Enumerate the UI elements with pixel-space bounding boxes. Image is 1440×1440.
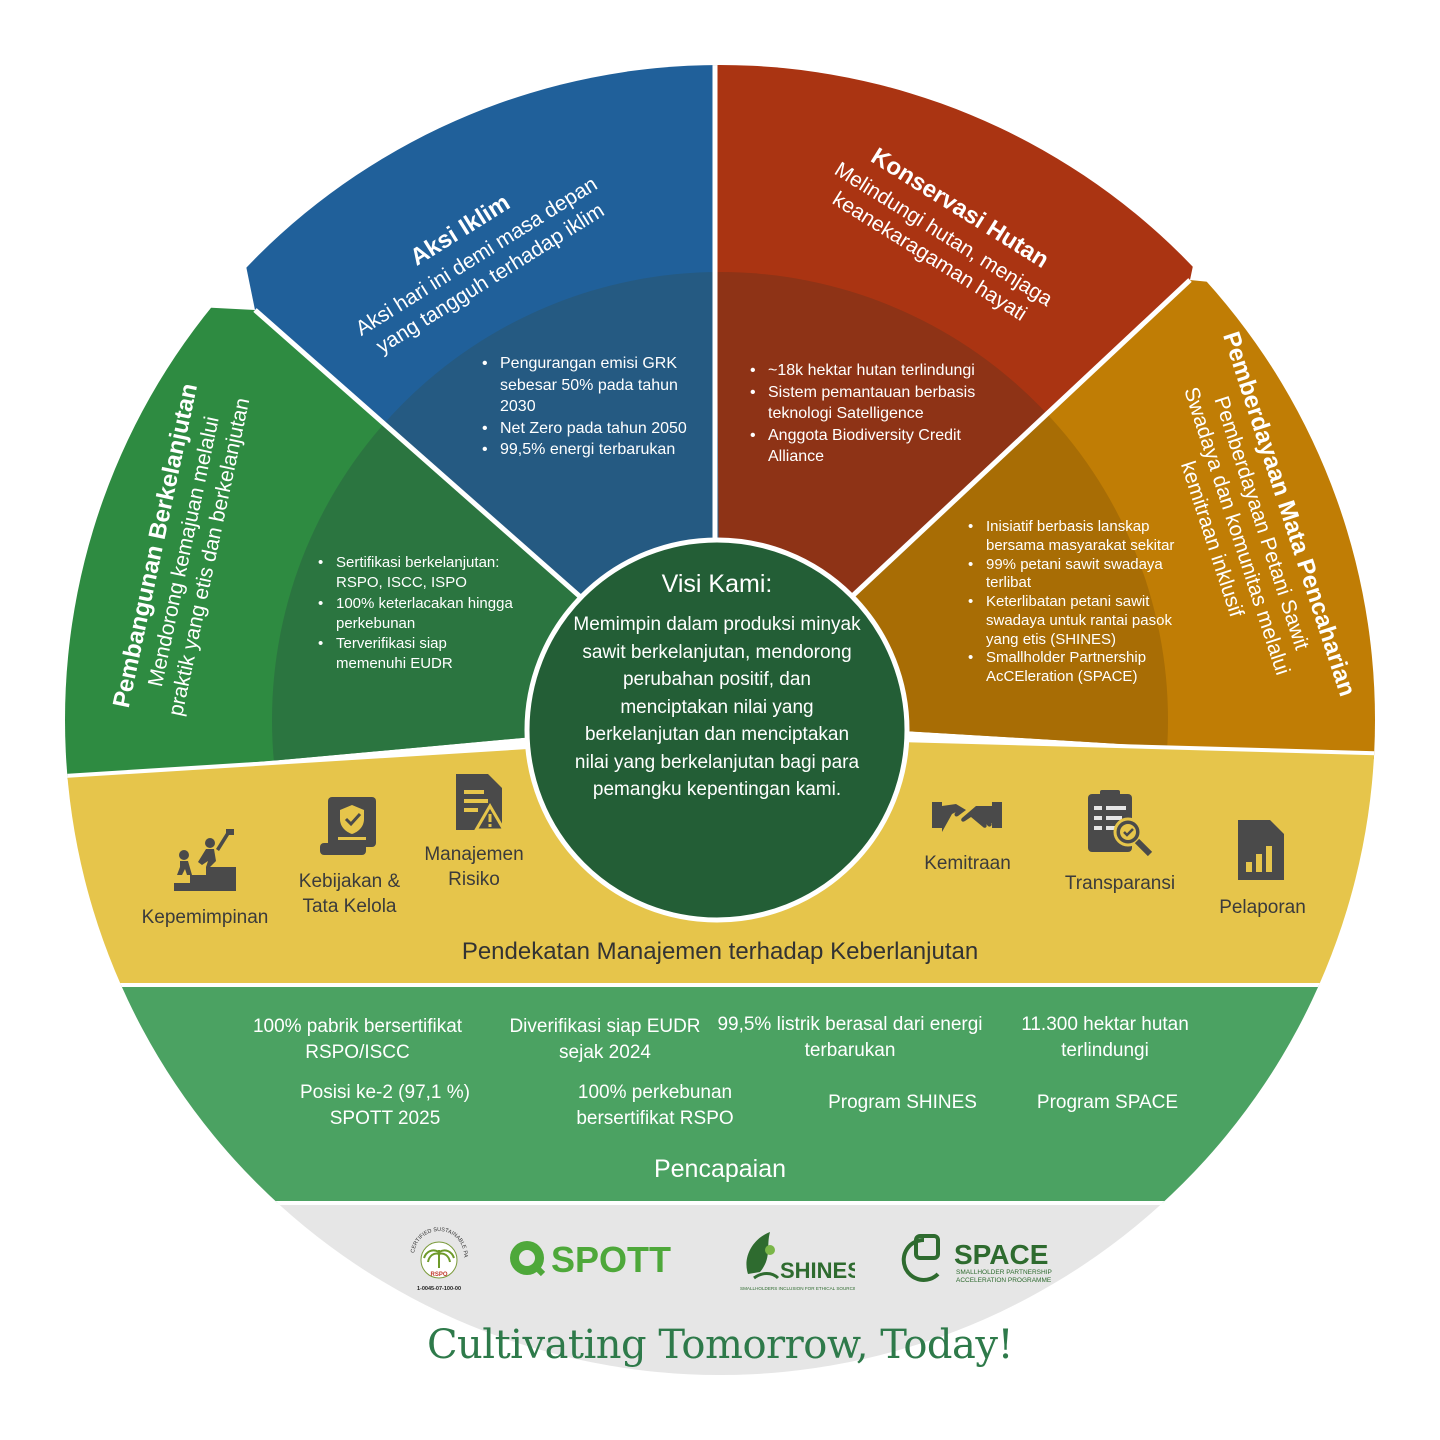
livelihood-bullets: Inisiatif berbasis lanskap bersama masya… <box>964 518 1194 687</box>
achievement-title: Pencapaian <box>653 1155 787 1183</box>
report-chart-icon <box>1236 818 1286 882</box>
svg-text:SPACE: SPACE <box>954 1239 1048 1270</box>
mgmt-label-transparency: Transparansi <box>1064 873 1176 894</box>
achievement-item: 99,5% listrik berasal dari energi terbar… <box>717 1014 983 1061</box>
list-item: Keterlibatan petani sawit swadaya untuk … <box>964 593 1194 649</box>
svg-text:ACCELERATION PROGRAMME: ACCELERATION PROGRAMME <box>956 1277 1052 1284</box>
achievement-item: Program SPACE <box>1036 1092 1179 1113</box>
list-item: 99,5% energi terbarukan <box>478 439 708 461</box>
climate-bullets: Pengurangan emisi GRK sebesar 50% pada t… <box>478 353 708 461</box>
mgmt-label-leadership: Kepemimpinan <box>141 907 269 928</box>
mgmt-label-reporting: Pelaporan <box>1219 897 1306 918</box>
achievement-item: Program SHINES <box>828 1092 977 1113</box>
spott-logo: SPOTT <box>505 1236 695 1280</box>
achievement-item: 11.300 hektar hutan terlindungi <box>1021 1014 1189 1061</box>
forest-bullets: ~18k hektar hutan terlindungi Sistem pem… <box>746 360 1016 468</box>
achievement-item: 100% pabrik bersertifikat RSPO/ISCC <box>252 1016 463 1063</box>
list-item: ~18k hektar hutan terlindungi <box>746 360 1016 382</box>
mgmt-label-risk: Manajemen Risiko <box>424 844 524 890</box>
list-item: Anggota Biodiversity Credit Alliance <box>746 425 1016 468</box>
list-item: 100% keterlacakan hingga perkebunan <box>314 594 514 635</box>
risk-document-icon <box>452 772 508 834</box>
handshake-icon <box>932 798 1002 844</box>
shines-logo: SHINES SMALLHOLDERS INCLUSION FOR ETHICA… <box>740 1228 862 1296</box>
list-item: Terverifikasi siap memenuhi EUDR <box>314 634 514 675</box>
clipboard-search-icon <box>1086 788 1154 858</box>
list-item: Pengurangan emisi GRK sebesar 50% pada t… <box>478 353 708 418</box>
list-item: Inisiatif berbasis lanskap bersama masya… <box>964 518 1194 556</box>
list-item: Net Zero pada tahun 2050 <box>478 418 708 440</box>
achievement-item: 100% perkebunan bersertifikat RSPO <box>576 1082 734 1129</box>
policy-scroll-icon <box>318 795 386 857</box>
achievement-item: Diverifikasi siap EUDR sejak 2024 <box>509 1016 701 1063</box>
mgmt-label-partnership: Kemitraan <box>924 853 1011 874</box>
svg-text:SHINES: SHINES <box>780 1258 855 1283</box>
list-item: 99% petani sawit swadaya terlibat <box>964 556 1194 594</box>
svg-text:1-0045-07-100-00: 1-0045-07-100-00 <box>417 1286 461 1292</box>
tagline: Cultivating Tomorrow, Today! <box>426 1322 1014 1368</box>
list-item: Smallholder Partnership AcCEleration (SP… <box>964 649 1194 687</box>
svg-text:SMALLHOLDERS INCLUSION FOR ETH: SMALLHOLDERS INCLUSION FOR ETHICAL SOURC… <box>740 1286 855 1291</box>
achievement-item: Posisi ke-2 (97,1 %) SPOTT 2025 <box>299 1082 470 1129</box>
svg-text:SMALLHOLDER PARTNERSHIP: SMALLHOLDER PARTNERSHIP <box>956 1269 1052 1276</box>
mgmt-label-policy: Kebijakan & Tata Kelola <box>298 871 401 917</box>
management-title: Pendekatan Manajemen terhadap Keberlanju… <box>461 938 979 965</box>
svg-text:RSPO: RSPO <box>430 1272 447 1278</box>
list-item: Sistem pemantauan berbasis teknologi Sat… <box>746 382 1016 425</box>
vision-block: Visi Kami: Memimpin dalam produksi minya… <box>567 570 867 804</box>
space-logo: SPACE SMALLHOLDER PARTNERSHIP ACCELERATI… <box>898 1230 1068 1288</box>
leadership-icon <box>170 825 240 895</box>
achievement-band <box>65 985 1375 1203</box>
rspo-logo: CERTIFIED SUSTAINABLE PALM OIL RSPO 1-00… <box>400 1218 476 1294</box>
vision-text: Memimpin dalam produksi minyak sawit ber… <box>573 614 861 801</box>
sustainable-bullets: Sertifikasi berkelanjutan: RSPO, ISCC, I… <box>314 553 514 675</box>
svg-text:SPOTT: SPOTT <box>551 1239 671 1280</box>
list-item: Sertifikasi berkelanjutan: RSPO, ISCC, I… <box>314 553 514 594</box>
vision-title: Visi Kami: <box>661 570 773 598</box>
vision-circle <box>524 537 910 923</box>
